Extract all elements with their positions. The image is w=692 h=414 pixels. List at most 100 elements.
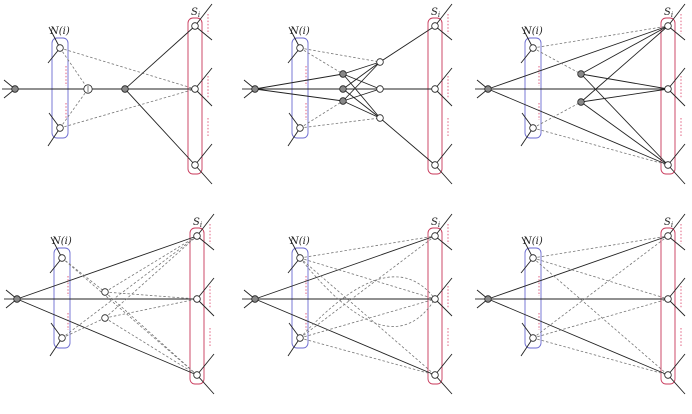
node-stub-edge: [50, 236, 63, 259]
set-node: [191, 161, 199, 169]
middle-node: [101, 288, 109, 296]
dashed-edge: [61, 257, 106, 293]
dashed-curve-edge: [299, 257, 436, 327]
dashed-edge: [532, 257, 669, 376]
neighbor-node: [529, 254, 537, 262]
set-label: Si: [664, 217, 673, 229]
node-stub-edge: [521, 236, 534, 259]
edge: [580, 25, 669, 75]
middle-node: [376, 58, 384, 66]
dashed-edge: [299, 257, 436, 300]
neighborhood-box: [53, 247, 71, 349]
set-stub-edge: [194, 143, 213, 166]
panel-bottom-right: N(i) Si: [475, 213, 686, 395]
set-node: [431, 22, 439, 30]
dashed-edge: [61, 257, 198, 376]
edge: [342, 88, 381, 102]
dashed-edge: [532, 101, 582, 129]
edge: [487, 88, 669, 166]
set-node: [664, 232, 672, 240]
dashed-edge: [299, 257, 436, 376]
set-node: [431, 85, 439, 93]
neighbor-node: [296, 124, 304, 132]
neighborhood-label: N(i): [522, 236, 543, 247]
neighbor-node: [529, 44, 537, 52]
dashed-edge: [59, 47, 196, 90]
middle-node: [577, 98, 585, 106]
edge: [580, 73, 669, 90]
dashed-edge: [104, 235, 198, 319]
neighbor-node: [56, 124, 64, 132]
hub-node: [251, 85, 259, 93]
middle-node: [376, 85, 384, 93]
set-stub-edge: [667, 143, 686, 166]
edge: [342, 61, 381, 102]
edge: [124, 88, 196, 166]
dashed-edge: [299, 47, 381, 63]
set-stub-edge: [434, 164, 453, 185]
dashed-curve-edge: [299, 276, 436, 339]
set-stub-edge: [194, 164, 213, 185]
set-box: [427, 17, 443, 175]
edge: [342, 73, 381, 119]
edge: [342, 100, 381, 119]
dashed-edge: [59, 88, 89, 129]
hub-node: [484, 85, 492, 93]
edge: [342, 88, 381, 119]
neighbor-node: [529, 334, 537, 342]
set-stub-edge: [434, 88, 453, 107]
dashed-edge: [59, 88, 196, 129]
dashed-edge: [299, 337, 436, 376]
dashed-edge: [532, 47, 582, 75]
dashed-edge: [532, 235, 669, 339]
edge: [487, 235, 669, 300]
middle-node: [339, 85, 347, 93]
neighbor-node: [56, 44, 64, 52]
set-stub-edge: [434, 353, 453, 376]
set-node: [664, 295, 672, 303]
edge: [342, 61, 381, 75]
set-stub-edge: [196, 213, 215, 237]
set-stub-edge: [434, 67, 453, 90]
set-label: Si: [191, 7, 200, 19]
middle-node: [339, 97, 347, 105]
neighborhood-box: [51, 37, 69, 139]
middle-node: [376, 114, 384, 122]
set-stub-edge: [196, 277, 215, 300]
set-stub-edge: [196, 353, 215, 376]
dashed-edge: [299, 47, 344, 75]
set-node: [193, 295, 201, 303]
dashed-edge: [61, 317, 106, 339]
panel-bottom-middle: N(i)Si: [242, 213, 453, 395]
hub-node: [484, 295, 492, 303]
dashed-edge: [532, 25, 669, 49]
set-stub-edge: [667, 67, 686, 90]
edge: [254, 235, 436, 300]
node-stub-edge: [288, 236, 301, 259]
set-node: [191, 85, 199, 93]
dashed-edge: [532, 127, 669, 166]
neighborhood-box: [524, 37, 542, 139]
neighborhood-label: N(i): [49, 26, 70, 37]
set-stub-edge: [667, 374, 686, 395]
neighbor-node: [296, 334, 304, 342]
dashed-edge: [299, 298, 436, 339]
dashed-edge: [532, 235, 669, 259]
middle-node: [577, 70, 585, 78]
set-stub-edge: [667, 3, 686, 27]
set-node: [431, 161, 439, 169]
dashed-edge: [299, 235, 436, 259]
set-stub-edge: [434, 213, 453, 237]
set-box: [660, 227, 676, 385]
set-stub-edge: [667, 298, 686, 317]
set-label: Si: [431, 7, 440, 19]
dashed-edge: [532, 257, 669, 300]
dashed-edge: [299, 117, 381, 129]
set-stub-edge: [667, 164, 686, 185]
set-stub-edge: [434, 3, 453, 27]
edge: [254, 73, 344, 90]
set-stub-edge: [196, 298, 215, 317]
node-stub-edge: [521, 26, 534, 49]
set-label: Si: [193, 217, 202, 229]
